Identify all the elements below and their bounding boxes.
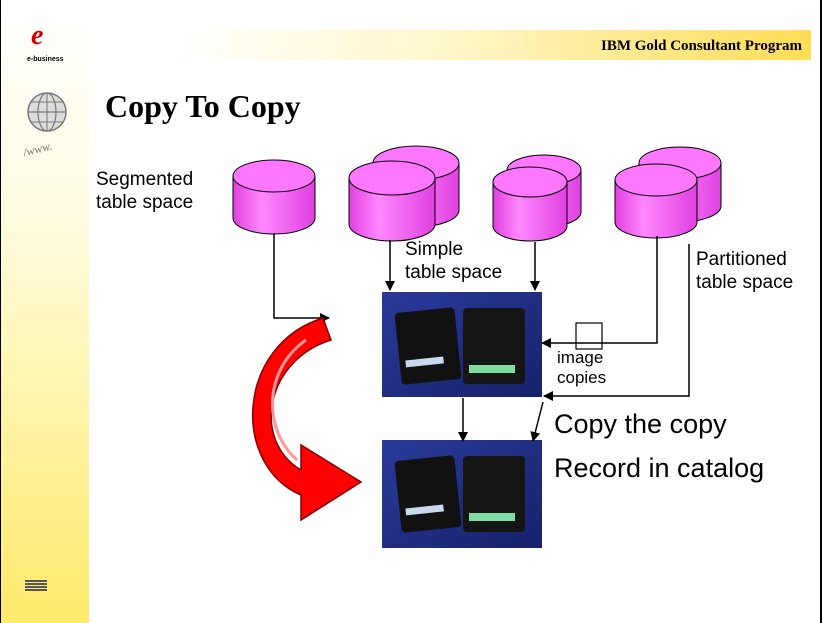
program-title: IBM Gold Consultant Program xyxy=(601,38,802,54)
middle-cylinder-front xyxy=(492,166,568,242)
ebusiness-text: e-business xyxy=(27,56,64,63)
segmented-label: Segmented table space xyxy=(96,169,194,213)
ebusiness-e-icon: e xyxy=(31,20,44,51)
arrow-partitioned-to-tape-1 xyxy=(541,236,658,348)
arrow-tape-to-copy-2 xyxy=(530,401,544,442)
globe-icon xyxy=(27,92,67,132)
partitioned-label: Partitioned table space xyxy=(696,249,794,293)
ibm-logo xyxy=(25,580,47,591)
simple-cylinder-front xyxy=(348,160,436,242)
tape-image-bottom xyxy=(382,440,542,548)
copy-the-copy-text: Copy the copy xyxy=(554,409,727,439)
image-copies-label: image copies xyxy=(557,348,607,387)
arrow-partitioned-to-tape-2 xyxy=(543,244,690,401)
ebusiness-logo: e e-business xyxy=(27,20,64,68)
partitioned-cylinder-front xyxy=(614,163,698,239)
connector-box xyxy=(575,322,603,350)
slide-title: Copy To Copy xyxy=(105,88,301,124)
arrow-segmented-to-tape xyxy=(273,234,330,323)
segmented-cylinder xyxy=(232,159,316,235)
header-gradient-band xyxy=(171,30,811,60)
red-curved-arrow xyxy=(251,317,363,522)
record-in-catalog-text: Record in catalog xyxy=(554,453,765,483)
tape-image-top xyxy=(382,292,542,397)
simple-label: Simple table space xyxy=(405,239,503,283)
